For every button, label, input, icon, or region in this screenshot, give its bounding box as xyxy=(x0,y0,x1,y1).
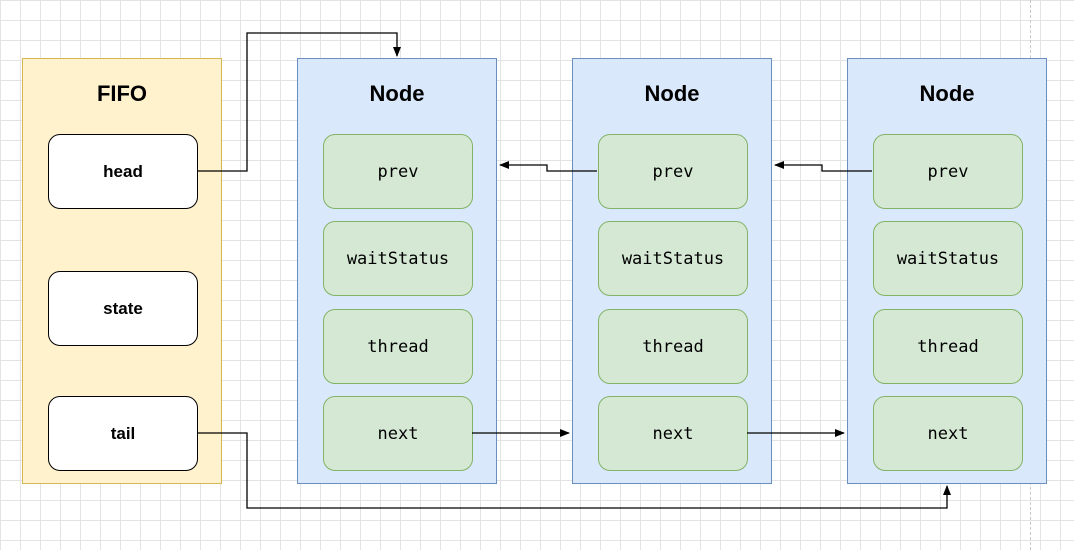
node-2-thread-field[interactable]: thread xyxy=(598,309,748,384)
node-3-title: Node xyxy=(919,81,975,106)
node-2-prev-field[interactable]: prev xyxy=(598,134,748,209)
fifo-tail-field[interactable]: tail xyxy=(48,396,198,471)
fifo-panel[interactable]: FIFO head state tail xyxy=(22,58,222,484)
node-3-next-field[interactable]: next xyxy=(873,396,1023,471)
node-2-title: Node xyxy=(644,81,700,106)
node-1-next-field[interactable]: next xyxy=(323,396,473,471)
fifo-state-field[interactable]: state xyxy=(48,271,198,346)
node2-prev-to-node1-connector xyxy=(499,161,597,172)
node-1-thread-field[interactable]: thread xyxy=(323,309,473,384)
node-1-prev-field[interactable]: prev xyxy=(323,134,473,209)
head-to-node1-connector xyxy=(197,32,401,172)
node-2-next-field[interactable]: next xyxy=(598,396,748,471)
node-3-thread-field[interactable]: thread xyxy=(873,309,1023,384)
node-1-panel[interactable]: Node prev waitStatus thread next xyxy=(297,58,497,484)
node-1-title: Node xyxy=(369,81,425,106)
node-3-waitstatus-field[interactable]: waitStatus xyxy=(873,221,1023,296)
node-3-panel[interactable]: Node prev waitStatus thread next xyxy=(847,58,1047,484)
node-2-panel[interactable]: Node prev waitStatus thread next xyxy=(572,58,772,484)
node-2-waitstatus-field[interactable]: waitStatus xyxy=(598,221,748,296)
fifo-title: FIFO xyxy=(96,81,148,106)
tail-to-node3-connector xyxy=(197,432,951,509)
node-1-waitstatus-field[interactable]: waitStatus xyxy=(323,221,473,296)
node3-prev-to-node2-connector xyxy=(774,161,872,172)
node-3-prev-field[interactable]: prev xyxy=(873,134,1023,209)
